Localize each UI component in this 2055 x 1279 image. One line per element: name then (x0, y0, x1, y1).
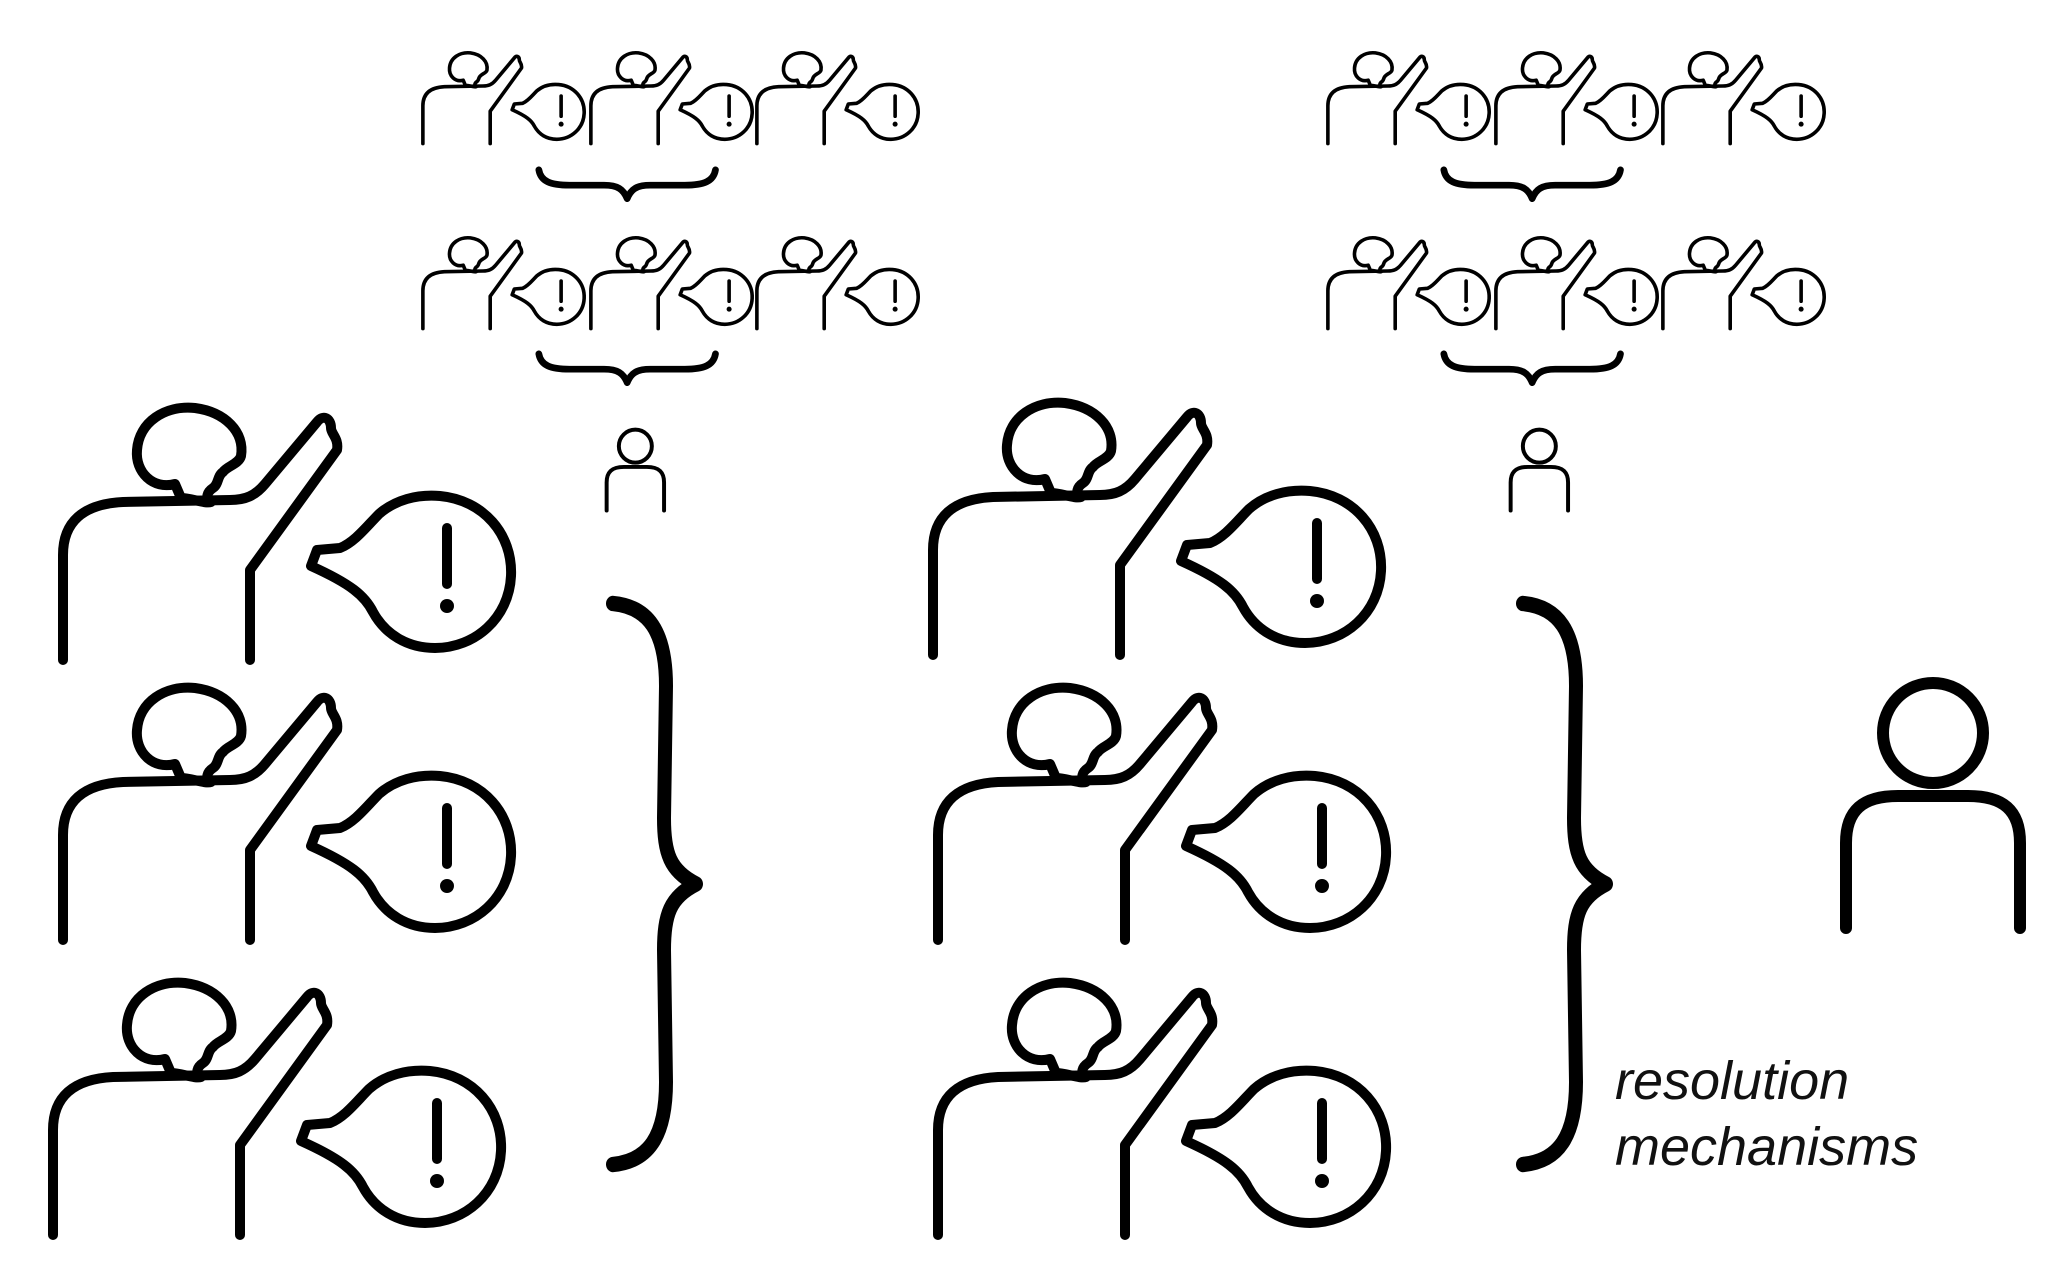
speaker-icon (933, 403, 1381, 655)
speaker-small-row-2 (1326, 235, 1826, 331)
speaker-icon (53, 983, 501, 1235)
speaker-icon (421, 235, 586, 331)
speaker-icon (1326, 50, 1491, 146)
speaker-icon (938, 983, 1386, 1235)
resolution-mechanisms-label: resolution mechanisms (1615, 1048, 1918, 1180)
vertical-brace-icon (1523, 604, 1606, 1165)
speaker-icon (755, 50, 920, 146)
speaker-icon (1494, 50, 1659, 146)
speaker-icon (1326, 235, 1491, 331)
horizontal-brace-icon (539, 354, 716, 383)
speaker-icon (755, 235, 920, 331)
speaker-icon (63, 408, 511, 660)
speaker-icon (589, 235, 754, 331)
speaker-icon (1494, 235, 1659, 331)
small-person-icon (1508, 427, 1571, 513)
speaker-icon (1661, 50, 1826, 146)
speaker-icon (589, 50, 754, 146)
speaker-small-row-2 (421, 235, 920, 331)
left-panel (53, 50, 920, 1235)
speaker-small-row-1 (1326, 50, 1826, 146)
small-person-icon (604, 427, 667, 513)
caption-line-2: mechanisms (1615, 1117, 1919, 1177)
speaker-icon (63, 688, 511, 940)
horizontal-brace-icon (539, 170, 716, 199)
horizontal-brace-icon (1444, 170, 1621, 199)
horizontal-brace-icon (1444, 354, 1621, 383)
speaker-icon (421, 50, 586, 146)
large-person-icon (1846, 683, 2020, 928)
vertical-brace-icon (613, 604, 696, 1165)
speaker-small-row-1 (421, 50, 920, 146)
speaker-icon (938, 688, 1386, 940)
speaker-icon (1661, 235, 1826, 331)
caption-line-1: resolution (1615, 1051, 1850, 1111)
